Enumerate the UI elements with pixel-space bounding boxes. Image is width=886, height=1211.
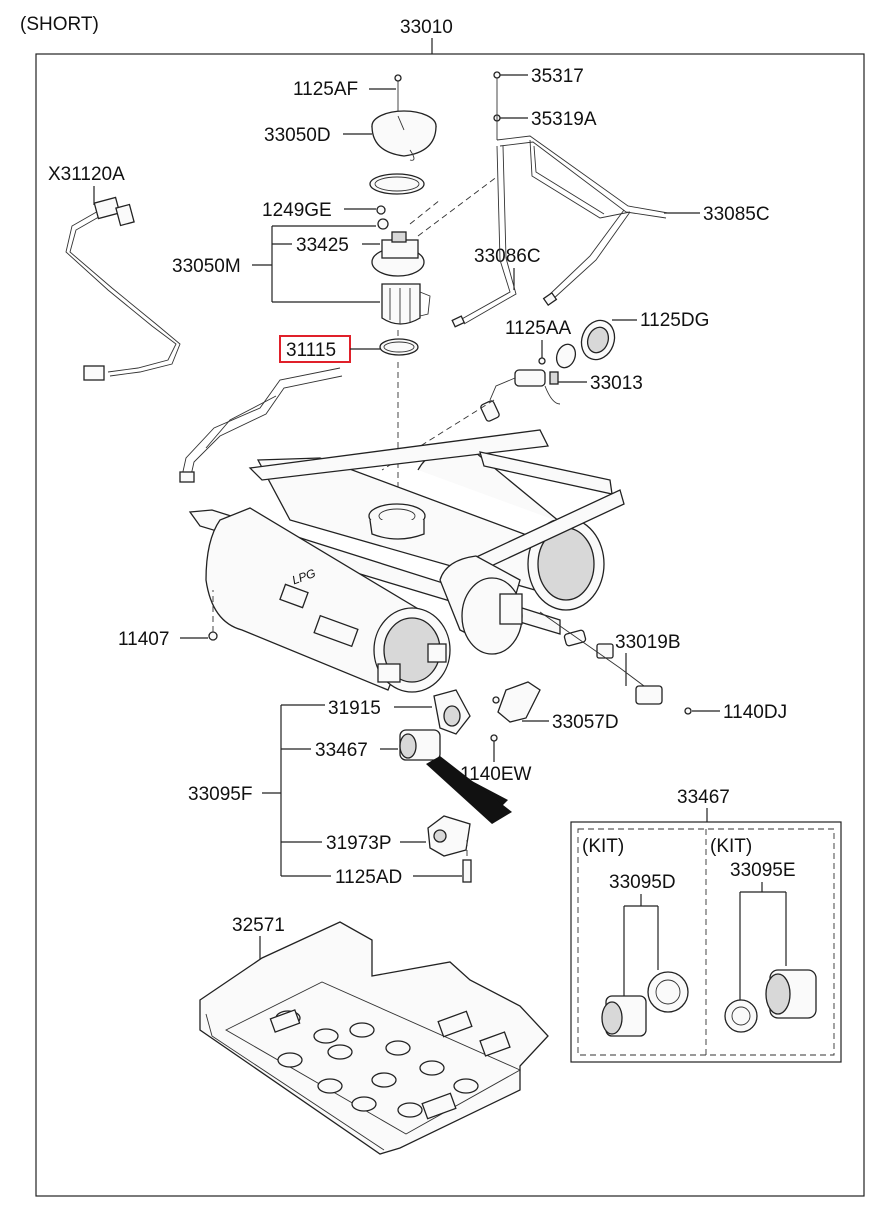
label-33050M[interactable]: 33050M (172, 256, 241, 277)
kit1-code[interactable]: 33095D (609, 872, 676, 893)
assembly-code-label: 33010 (400, 17, 453, 38)
level-sensor-33013 (480, 369, 561, 422)
label-35319A[interactable]: 35319A (531, 109, 597, 130)
label-35317[interactable]: 35317 (531, 66, 584, 87)
label-33019B[interactable]: 33019B (615, 632, 681, 653)
filler-cap (371, 110, 437, 161)
label-1140EW[interactable]: 1140EW (460, 764, 532, 785)
label-1125AF[interactable]: 1125AF (293, 79, 358, 100)
vent-hose (179, 367, 343, 483)
kit-title[interactable]: 33467 (677, 787, 730, 808)
label-11407[interactable]: 11407 (118, 629, 169, 650)
kit2-tag: (KIT) (710, 836, 752, 857)
label-32571[interactable]: 32571 (232, 915, 285, 936)
solenoid-valve-33019B (539, 611, 663, 705)
kit1-tag: (KIT) (582, 836, 624, 857)
label-1125DG[interactable]: 1125DG (640, 310, 709, 331)
kit2-pump (724, 969, 817, 1033)
clamp-31915 (433, 689, 471, 735)
label-1249GE[interactable]: 1249GE (262, 200, 332, 221)
fuel-pump-module (371, 231, 431, 325)
gasket-31115 (379, 338, 419, 356)
label-33095F[interactable]: 33095F (188, 784, 252, 805)
label-33085C[interactable]: 33085C (703, 204, 770, 225)
pump-33467 (399, 729, 512, 824)
label-33013[interactable]: 33013 (590, 373, 643, 394)
label-33425[interactable]: 33425 (296, 235, 349, 256)
wiring-harness-X31120A (65, 196, 181, 381)
sensor-flange (580, 319, 616, 361)
seal-ring-upper (369, 173, 425, 195)
label-1125AD[interactable]: 1125AD (335, 867, 402, 888)
fuel-line-33086C (451, 145, 517, 328)
label-33086C[interactable]: 33086C (474, 246, 541, 267)
label-1140DJ[interactable]: 1140DJ (723, 702, 787, 723)
bracket-31973P (427, 815, 471, 857)
label-33057D[interactable]: 33057D (552, 712, 619, 733)
label-31115[interactable]: 31115 (286, 340, 336, 361)
label-1125AA[interactable]: 1125AA (505, 318, 572, 339)
label-31973P[interactable]: 31973P (326, 833, 392, 854)
kit-frame (570, 821, 842, 1063)
variant-label: (SHORT) (20, 14, 99, 35)
main-frame (35, 53, 865, 1197)
label-X31120A[interactable]: X31120A (48, 164, 125, 185)
skid-plate-32571 (199, 921, 549, 1155)
label-31915[interactable]: 31915 (328, 698, 381, 719)
bracket-33057D (492, 681, 541, 723)
label-33467[interactable]: 33467 (315, 740, 368, 761)
lpg-tank-assembly: LPG (188, 429, 625, 693)
fuel-line-33085C (496, 135, 669, 307)
kit1-pump (601, 971, 689, 1037)
label-33050D[interactable]: 33050D (264, 125, 331, 146)
kit2-code[interactable]: 33095E (730, 860, 796, 881)
